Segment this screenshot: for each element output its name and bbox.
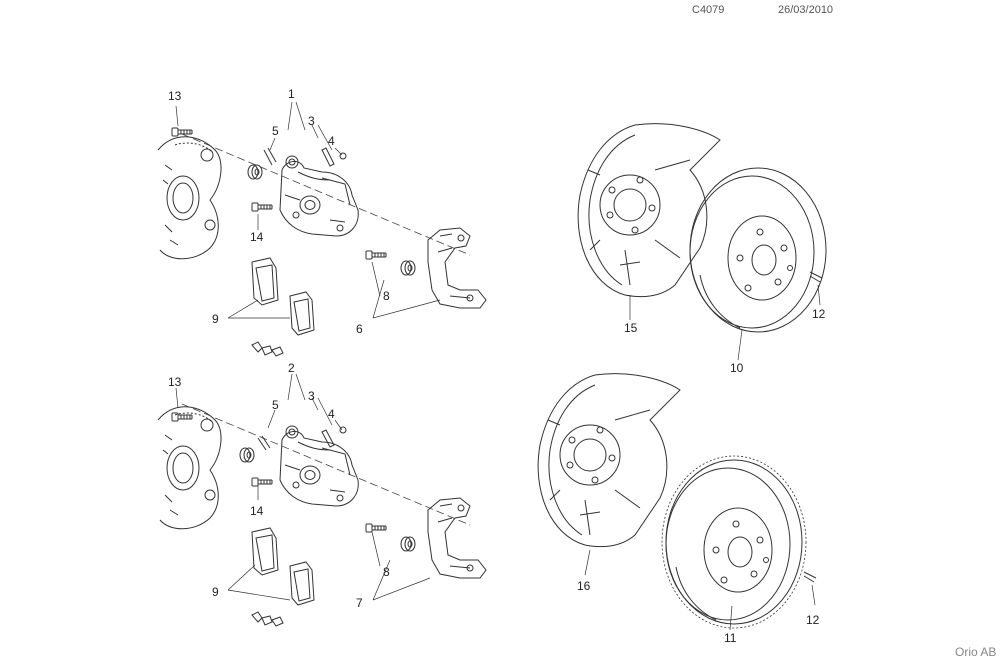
pad-clip-set [251, 611, 284, 627]
pad-clip-set [251, 341, 284, 357]
callout-11: 11 [724, 631, 737, 645]
callout-1: 1 [288, 87, 295, 101]
callout-12: 12 [806, 613, 820, 627]
brake-disc-vented [665, 459, 803, 625]
callout-15: 15 [624, 321, 638, 335]
dust-shield [537, 373, 681, 548]
brake-caliper [279, 425, 359, 507]
callout-12: 12 [812, 307, 826, 321]
lower-assembly: 13 2 3 4 5 14 8 7 9 16 12 11 [157, 361, 820, 645]
carrier-bush [400, 260, 416, 276]
carrier-bolt [365, 523, 387, 533]
callout-14: 14 [250, 504, 264, 518]
callout-16: 16 [577, 579, 591, 593]
brand-watermark: Orio AB [955, 645, 997, 659]
callout-5: 5 [272, 398, 279, 412]
brake-caliper [279, 155, 359, 237]
carrier-bush [400, 536, 416, 552]
callout-14: 14 [250, 230, 264, 244]
bracket-bolt [171, 412, 193, 422]
carrier-bolt [365, 250, 387, 260]
callout-8: 8 [383, 565, 390, 579]
callout-13: 13 [168, 89, 182, 103]
callout-9: 9 [212, 312, 219, 326]
drawing-date: 26/03/2010 [778, 4, 834, 16]
brake-disc-solid [689, 167, 827, 333]
callout-4: 4 [328, 407, 335, 421]
callout-10: 10 [730, 361, 744, 375]
brake-pad-set [251, 527, 315, 606]
callout-3: 3 [308, 114, 315, 128]
callout-8: 8 [383, 289, 390, 303]
callout-13: 13 [168, 375, 182, 389]
guide-pin-bush [239, 447, 255, 463]
callout-9: 9 [212, 585, 219, 599]
caliper-bracket [427, 497, 487, 579]
steering-knuckle [157, 406, 222, 530]
callout-4: 4 [328, 134, 335, 148]
callout-7: 7 [356, 596, 363, 610]
callout-2: 2 [288, 361, 295, 375]
caliper-guide-bolt [251, 477, 273, 487]
steering-knuckle [157, 136, 222, 260]
callout-6: 6 [356, 322, 363, 336]
callout-3: 3 [308, 389, 315, 403]
caliper-guide-bolt [251, 202, 273, 212]
drawing-code: C4079 [692, 4, 725, 16]
caliper-bracket [427, 227, 487, 309]
bracket-bolt [171, 127, 193, 137]
brake-pad-set [251, 257, 315, 336]
upper-assembly: 13 1 3 4 5 14 8 6 9 15 12 10 [157, 87, 827, 375]
callout-5: 5 [272, 124, 279, 138]
